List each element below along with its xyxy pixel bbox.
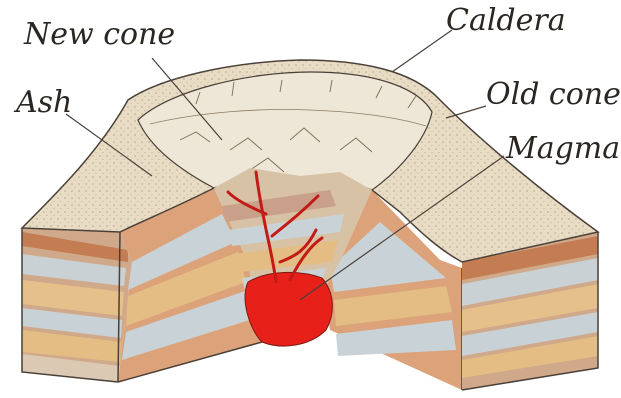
leader-caldera	[392, 30, 452, 72]
label-old-cone: Old cone	[486, 80, 621, 110]
left-block-strata	[22, 228, 132, 382]
label-magma: Magma	[506, 134, 620, 164]
label-ash: Ash	[16, 88, 72, 118]
label-caldera: Caldera	[446, 6, 566, 36]
label-new-cone: New cone	[24, 20, 175, 50]
